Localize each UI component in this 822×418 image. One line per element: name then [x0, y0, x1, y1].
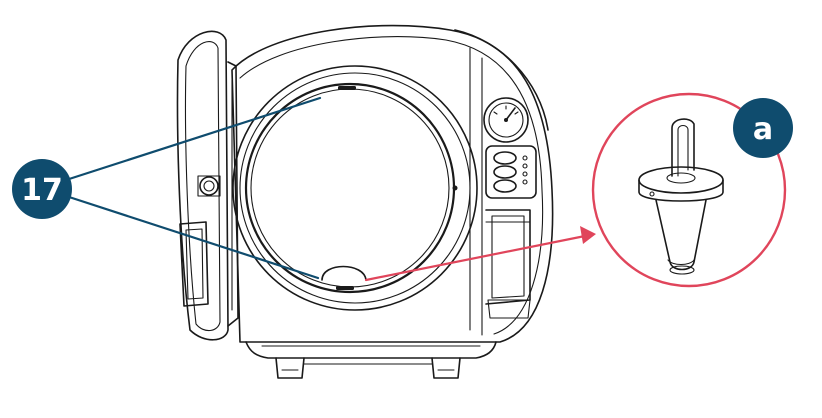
- leader-lines-17: [64, 96, 322, 280]
- callout-label-a: a: [753, 112, 773, 147]
- callout-badge-17: 17: [12, 159, 72, 219]
- callout-badge-a: a: [733, 98, 793, 158]
- ring-tab-bottom: [336, 286, 354, 290]
- callout-label-17: 17: [21, 173, 63, 208]
- door-latch-icon: [197, 175, 221, 197]
- valve-part-icon: [638, 118, 724, 275]
- control-button-1: [493, 151, 517, 165]
- door: [176, 30, 239, 341]
- water-tank: [485, 209, 531, 319]
- pressure-gauge-icon: [483, 97, 529, 143]
- valve-bulb: [321, 265, 367, 281]
- control-button-3: [493, 179, 517, 193]
- detail-arrow: [364, 226, 596, 282]
- machine-body: [231, 24, 554, 379]
- ring-tab-top: [338, 86, 356, 90]
- control-panel: [485, 145, 537, 199]
- control-button-2: [493, 165, 517, 179]
